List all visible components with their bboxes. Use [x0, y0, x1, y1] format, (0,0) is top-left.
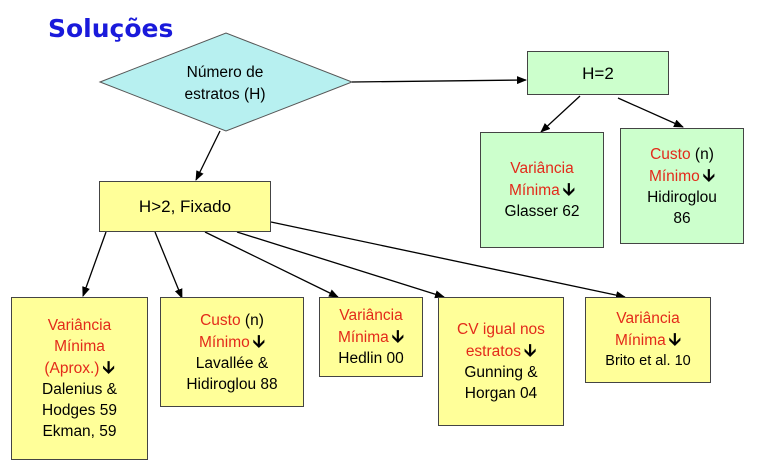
b2-line-2: Mínimo [198, 333, 250, 351]
h2-label: H=2 [582, 63, 614, 83]
h-gt-2-label: H>2, Fixado [138, 197, 232, 216]
b2-ref-2: Hidiroglou 88 [186, 375, 278, 393]
b2-line-1a: Custo [200, 311, 241, 329]
arrow-hgt2-to-b2 [154, 231, 183, 299]
h2-left-ref: Glasser 62 [504, 203, 580, 220]
arrow-hgt2-to-b3 [204, 231, 339, 298]
down-arrow-icon: 🡫 [702, 165, 716, 185]
b4-line-1: CV igual nos [457, 321, 545, 338]
down-arrow-icon: 🡫 [391, 327, 405, 346]
h2-left-line-2: Mínima [508, 182, 560, 199]
down-arrow-icon: 🡫 [252, 331, 266, 351]
h2-right-ref-2: 86 [673, 209, 691, 227]
h2-min-variance-box: Variância Mínima🡫 Glasser 62 [480, 132, 604, 248]
b1-line-2: Mínima [54, 338, 105, 355]
h2-right-line-1b: (n) [694, 145, 714, 163]
b3-line-1: Variância [339, 307, 403, 324]
b5-ref: Brito et al. 10 [605, 353, 691, 369]
b1-line-3: (Aprox.) [44, 360, 100, 377]
b1-ref-3: Ekman, 59 [42, 423, 117, 440]
dalenius-box: Variância Mínima (Aprox.)🡫 Dalenius & Ho… [11, 297, 148, 460]
down-arrow-icon: 🡫 [523, 341, 537, 360]
h2-right-line-2: Mínimo [648, 167, 700, 185]
arrow-h2-to-right [617, 97, 684, 128]
gunning-box: CV igual nos estratos🡫 Gunning & Horgan … [438, 297, 564, 426]
b4-ref-1: Gunning & [464, 364, 538, 381]
b2-line-1b: (n) [244, 311, 264, 329]
b4-line-2: estratos [465, 343, 521, 360]
h2-box: H=2 [527, 51, 669, 95]
hedlin-box: Variância Mínima🡫 Hedlin 00 [319, 297, 423, 377]
b1-ref-2: Hodges 59 [42, 402, 117, 419]
b5-line-2: Mínima [614, 332, 666, 349]
b5-line-1: Variância [616, 310, 680, 327]
b2-ref-1: Lavallée & [195, 354, 269, 372]
decision-label: Número de estratos (H) [150, 62, 300, 106]
arrow-root-to-h2 [351, 76, 527, 85]
arrow-h2-to-left [540, 95, 581, 133]
b3-ref: Hedlin 00 [338, 350, 404, 367]
b3-line-2: Mínima [337, 329, 389, 346]
brito-box: Variância Mínima🡫 Brito et al. 10 [585, 297, 711, 383]
arrow-hgt2-to-b1 [82, 231, 107, 297]
b1-ref-1: Dalenius & [42, 381, 117, 398]
h2-left-line-1: Variância [510, 160, 574, 177]
decision-line-2: estratos (H) [184, 86, 266, 103]
b1-line-1: Variância [47, 317, 112, 334]
decision-line-1: Número de [186, 64, 264, 81]
arrow-hgt2-to-b4 [236, 231, 445, 299]
down-arrow-icon: 🡫 [668, 330, 682, 349]
h2-min-cost-box: Custo (n) Mínimo🡫 Hidiroglou 86 [620, 128, 744, 244]
page-title: Soluções [48, 14, 174, 43]
down-arrow-icon: 🡫 [562, 180, 576, 199]
lavallee-box: Custo (n) Mínimo🡫 Lavallée & Hidiroglou … [160, 297, 304, 407]
arrow-hgt2-to-b5 [270, 221, 626, 300]
arrow-root-to-hgt2 [195, 130, 221, 181]
h-gt-2-box: H>2, Fixado [99, 181, 271, 232]
h2-right-line-1a: Custo [650, 145, 691, 163]
down-arrow-icon: 🡫 [102, 358, 115, 377]
h2-right-ref-1: Hidiroglou [647, 188, 717, 206]
b4-ref-2: Horgan 04 [464, 385, 538, 402]
